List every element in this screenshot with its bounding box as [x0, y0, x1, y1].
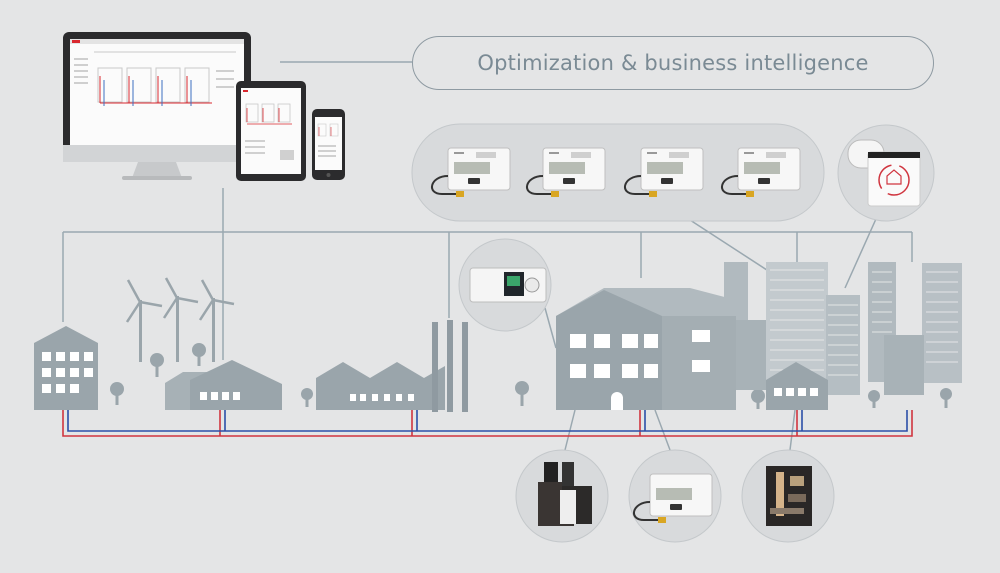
heat-meter-2: [526, 147, 606, 197]
title-pill: Optimization & business intelligence: [412, 36, 934, 90]
thermostat-bubble: [837, 124, 935, 222]
office-building: [556, 288, 736, 410]
tablet-device: [236, 81, 306, 181]
district-substation-bubble: [741, 449, 835, 543]
factory: [316, 320, 468, 412]
small-house-right: [766, 362, 828, 410]
heat-meter-4: [721, 147, 801, 197]
meters-panel: [411, 123, 825, 222]
monitor-device: [63, 32, 251, 180]
heat-meter-3: [624, 147, 704, 197]
controller-bubble: [458, 238, 552, 332]
return-pipe: [67, 410, 908, 432]
title-text: Optimization & business intelligence: [477, 51, 869, 75]
district-heating-pipes: [62, 410, 913, 437]
city-skyline: [724, 262, 962, 395]
village-houses: [165, 360, 282, 410]
substation-bubble: [515, 449, 609, 543]
phone-device: [312, 109, 345, 180]
supply-pipe: [62, 410, 913, 437]
heat-meter-1: [431, 147, 511, 197]
heat-meter-bottom-bubble: [628, 449, 722, 543]
house-left: [34, 326, 98, 410]
wind-turbines: [125, 277, 235, 362]
connection-lines: [62, 61, 913, 451]
trees: [110, 343, 952, 409]
